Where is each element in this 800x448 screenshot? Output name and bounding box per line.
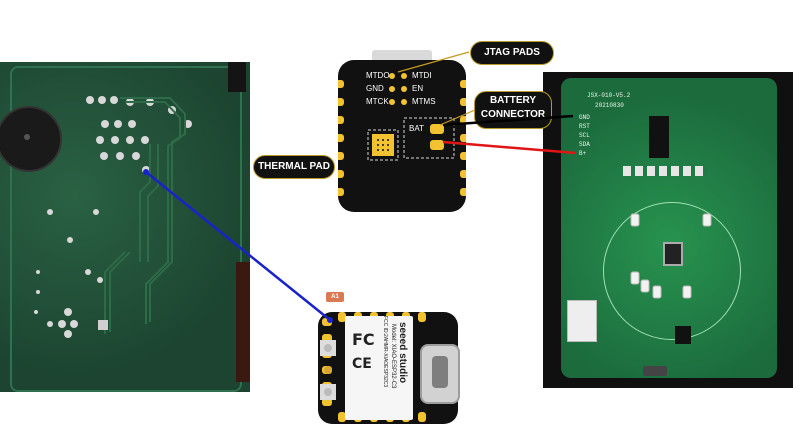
- module-shield: [345, 316, 413, 420]
- right-pcb-bottom-ic: [675, 326, 691, 344]
- fcc-logo-icon: FC: [352, 330, 375, 349]
- left-pcb-photo: [0, 62, 250, 392]
- blue-wire: [145, 171, 331, 321]
- buzzer: [0, 106, 62, 172]
- right-pcb-smd-row: [623, 166, 707, 176]
- chip-castellated-pads: [338, 73, 466, 196]
- right-pcb-button: [663, 242, 683, 266]
- battery-label-line2: CONNECTOR: [480, 109, 546, 120]
- chip-bat-label: BAT: [409, 124, 424, 133]
- right-pcb-leds: [630, 213, 712, 299]
- chip-pin-mtdi: MTDI: [412, 71, 432, 80]
- right-pcb-date: 20210830: [595, 102, 624, 109]
- chip-pin-gnd: GND: [366, 84, 384, 93]
- chip-top-view: MTDO GND MTCK MTDI EN MTMS BAT: [338, 60, 466, 212]
- right-pcb-photo: JSX-010-V5.2 20210830 GND RST SCL SDA B+: [543, 72, 793, 388]
- right-pcb-led-ring: [603, 202, 741, 340]
- right-pcb-pin-rst: RST: [579, 123, 590, 130]
- pcb-edge: [10, 66, 242, 392]
- left-pcb-traces: [34, 96, 192, 338]
- right-pcb-ic: [649, 116, 669, 158]
- black-wire: [442, 114, 574, 127]
- jtag-pads-label: JTAG PADS: [470, 41, 554, 65]
- right-pcb-pin-gnd: GND: [579, 114, 590, 121]
- jtag-leader: [397, 51, 470, 73]
- buzzer-hole: [24, 134, 30, 140]
- right-pcb-usb: [643, 366, 667, 376]
- right-pcb-pin-bplus: B+: [579, 150, 587, 157]
- right-pcb-pin-sda: SDA: [579, 141, 590, 148]
- chip-pin-mtms: MTMS: [412, 97, 436, 106]
- left-pcb-cable: [236, 262, 250, 382]
- left-pcb-corner-screw: [228, 62, 246, 92]
- chip-pin-en: EN: [412, 84, 424, 93]
- chip-pin-mtdo: MTDO: [366, 71, 390, 80]
- battery-leader: [439, 109, 476, 126]
- right-pcb-connector: [567, 300, 597, 342]
- usb-c-tongue: [432, 356, 448, 388]
- chip-pin-mtck: MTCK: [366, 97, 389, 106]
- module-tag: A1: [326, 292, 344, 302]
- right-pcb-pin-scl: SCL: [579, 132, 590, 139]
- right-pcb-title: JSX-010-V5.2: [587, 92, 631, 99]
- red-wire: [442, 140, 577, 155]
- thermal-pad-label: THERMAL PAD: [253, 155, 335, 179]
- ce-logo-icon: CE: [352, 356, 372, 372]
- battery-label-line1: BATTERY: [489, 95, 537, 106]
